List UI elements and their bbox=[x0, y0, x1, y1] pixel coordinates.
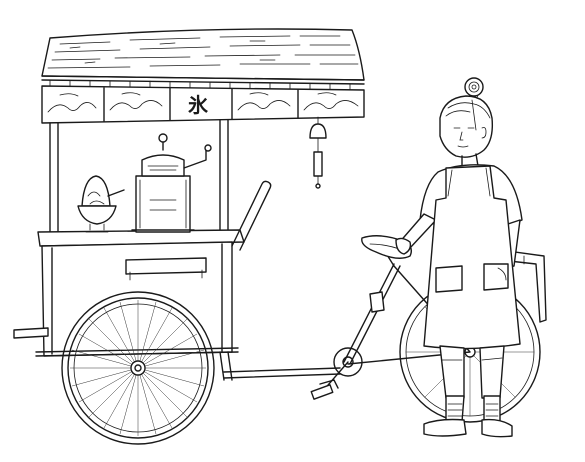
wind-chime bbox=[309, 116, 327, 189]
valance-panels: 氷 bbox=[41, 85, 365, 124]
cart-posts bbox=[49, 119, 229, 239]
ice-shaver bbox=[131, 133, 212, 233]
cart-frame bbox=[223, 367, 341, 389]
woman bbox=[395, 77, 523, 438]
footboard bbox=[13, 327, 49, 339]
shaved-ice-bowl bbox=[77, 175, 125, 233]
canopy-sign: 氷 bbox=[188, 93, 209, 117]
cart-wheel bbox=[61, 291, 215, 445]
cart-handle bbox=[231, 180, 272, 251]
cart-box bbox=[35, 241, 239, 381]
cart-canopy bbox=[41, 28, 365, 92]
